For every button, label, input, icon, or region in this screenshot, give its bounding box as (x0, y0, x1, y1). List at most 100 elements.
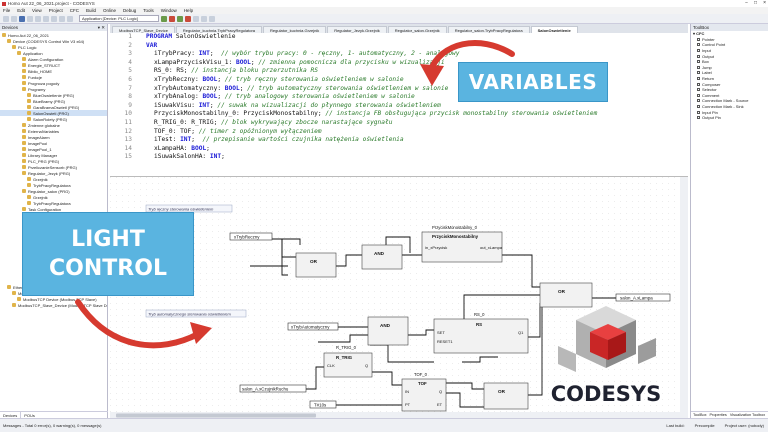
status-messages[interactable]: Messages - Total 0 error(s), 0 warning(s… (3, 423, 102, 428)
cfc-block-r-trig[interactable] (323, 352, 373, 378)
toolbox-item[interactable]: Selector (691, 87, 768, 93)
cfc-horizontal-scrollbar[interactable] (110, 412, 680, 419)
step-icon[interactable] (209, 15, 215, 22)
cfc-input-czujnik-ruchu[interactable]: salon_A.xCzujnikRuchu (242, 387, 289, 392)
cfc-block-tof[interactable] (401, 378, 447, 412)
tree-item[interactable]: Application (0, 50, 107, 56)
cfc-output-lampa[interactable]: salon_A.xLampa (620, 296, 653, 301)
cfc-editor[interactable]: Tryb ręczny sterowania oświetleniem Tryb… (110, 176, 688, 419)
tree-item[interactable]: Energie_STRUCT (0, 62, 107, 68)
toolbox-item[interactable]: Control Point (691, 42, 768, 48)
tree-item[interactable]: PLC_PRG (PRG) (0, 158, 107, 164)
toolbox-item[interactable]: Connection Mark - Source (691, 98, 768, 104)
open-icon[interactable] (11, 15, 17, 22)
cfc-input-xtrybreczny[interactable]: xTrybReczny (234, 235, 260, 240)
toolbox-item[interactable]: Output (691, 53, 768, 59)
breakpoint-icon[interactable] (201, 15, 207, 22)
tab-devices[interactable]: Devices (0, 412, 22, 418)
editor-tab[interactable]: Regulator_Jezyk.Grzejnik (327, 26, 387, 33)
cfc-block-or-auto[interactable] (483, 382, 529, 410)
tree-item[interactable]: Regulator_salon (PRG) (0, 188, 107, 194)
application-selector[interactable]: Application [Device: PLC Logic] (79, 15, 159, 22)
redo-icon[interactable] (35, 15, 41, 22)
tree-item[interactable]: ModbusTCP_Slave_Device (ModbusTCP Slave … (0, 302, 107, 308)
run-icon[interactable] (177, 15, 183, 22)
paste-icon[interactable] (59, 15, 65, 22)
cfc-block-przycisk-monostabilny[interactable] (421, 231, 503, 263)
maximize-button[interactable]: □ (754, 0, 758, 6)
save-icon[interactable] (19, 15, 25, 22)
tree-item[interactable]: Library Manager (0, 152, 107, 158)
cfc-input-xtrybautomatyczny[interactable]: xTrybAutomatyczny (291, 325, 330, 330)
status-precompile[interactable]: Precompile (694, 423, 715, 428)
menu-item-build[interactable]: Build (85, 8, 96, 13)
tree-item[interactable]: Grzejnik (0, 176, 107, 182)
stop-icon[interactable] (185, 15, 191, 22)
tab-toolbox[interactable]: ToolBox (693, 413, 707, 417)
editor-tab[interactable]: Regulator_kuchnia.Grzejnik (263, 26, 327, 33)
tree-item[interactable]: Task Configuration (0, 206, 107, 212)
cfc-vertical-scrollbar[interactable] (680, 177, 688, 419)
tree-item[interactable]: Funkcje (0, 74, 107, 80)
tree-item[interactable]: TrybPracyRegulatora (0, 182, 107, 188)
cfc-canvas[interactable]: Tryb ręczny sterowania oświetleniem Tryb… (110, 177, 688, 419)
tree-item[interactable]: ImageAlarm (0, 134, 107, 140)
cut-icon[interactable] (43, 15, 49, 22)
tree-item[interactable]: TrybPracyRegulatora (0, 200, 107, 206)
menu-item-tools[interactable]: Tools (143, 8, 154, 13)
toolbox-group-cfc[interactable]: ▾ CFC (691, 31, 768, 37)
tab-visualization-toolbox[interactable]: Visualization Toolbox (729, 413, 766, 417)
find-icon[interactable] (67, 15, 73, 22)
login-icon[interactable] (161, 15, 167, 22)
menu-item-edit[interactable]: Edit (17, 8, 26, 13)
toolbox-item[interactable]: Input (691, 48, 768, 54)
pin-icon[interactable]: ▾ ✕ (97, 24, 105, 30)
logout-icon[interactable] (169, 15, 175, 22)
tree-item[interactable]: PLC Logic (0, 44, 107, 50)
tree-item[interactable]: Prognoza pogody (0, 80, 107, 86)
tree-item[interactable]: SalonRolety (PRG) (0, 116, 107, 122)
tree-item[interactable]: Zmienne globalne (0, 122, 107, 128)
tree-item[interactable]: Biblio_HOME (0, 68, 107, 74)
toolbox-item[interactable]: Input Pin (691, 109, 768, 115)
menu-item-help[interactable]: Help (183, 8, 194, 13)
menu-item-online[interactable]: Online (103, 8, 117, 13)
minimize-button[interactable]: − (745, 0, 749, 6)
toolbox-item[interactable]: Return (691, 76, 768, 82)
cfc-block-or-manual[interactable] (295, 252, 337, 278)
toolbox-item[interactable]: Pointer (691, 37, 768, 43)
tree-item[interactable]: BlueOswietlenie (PRG) (0, 92, 107, 98)
toolbox-item[interactable]: Connection Mark - Sink (691, 104, 768, 110)
tree-item[interactable]: Device (CODESYS Control Win V3 x64) (0, 38, 107, 44)
new-icon[interactable] (3, 15, 9, 22)
editor-tab[interactable]: Regulator_salon.TrybPracyRegulatora (447, 26, 530, 33)
menu-item-cfc[interactable]: CFC (69, 8, 79, 13)
menu-item-view[interactable]: View (32, 8, 42, 13)
tree-item[interactable]: BlueBramy (PRG) (0, 98, 107, 104)
tree-item[interactable]: ImagePool_1 (0, 146, 107, 152)
editor-tab[interactable]: Regulator_salon.Grzejnik (387, 26, 447, 33)
toolbox-item[interactable]: Label (691, 70, 768, 76)
tree-item[interactable]: ModbusTCP Device (Modbus TCP Slave) (0, 296, 107, 302)
tree-item[interactable]: Programy (0, 86, 107, 92)
cfc-block-and-auto[interactable] (367, 316, 409, 346)
tree-item[interactable]: Alarm Configuration (0, 56, 107, 62)
tree-item[interactable]: Grzejnik (0, 194, 107, 200)
tree-item[interactable]: Homo Aut 22_06_2021 (0, 32, 107, 38)
close-button[interactable]: × (763, 0, 766, 6)
cfc-block-or-output[interactable] (539, 282, 593, 308)
editor-tab[interactable]: SalonOswietlenie (530, 26, 578, 33)
